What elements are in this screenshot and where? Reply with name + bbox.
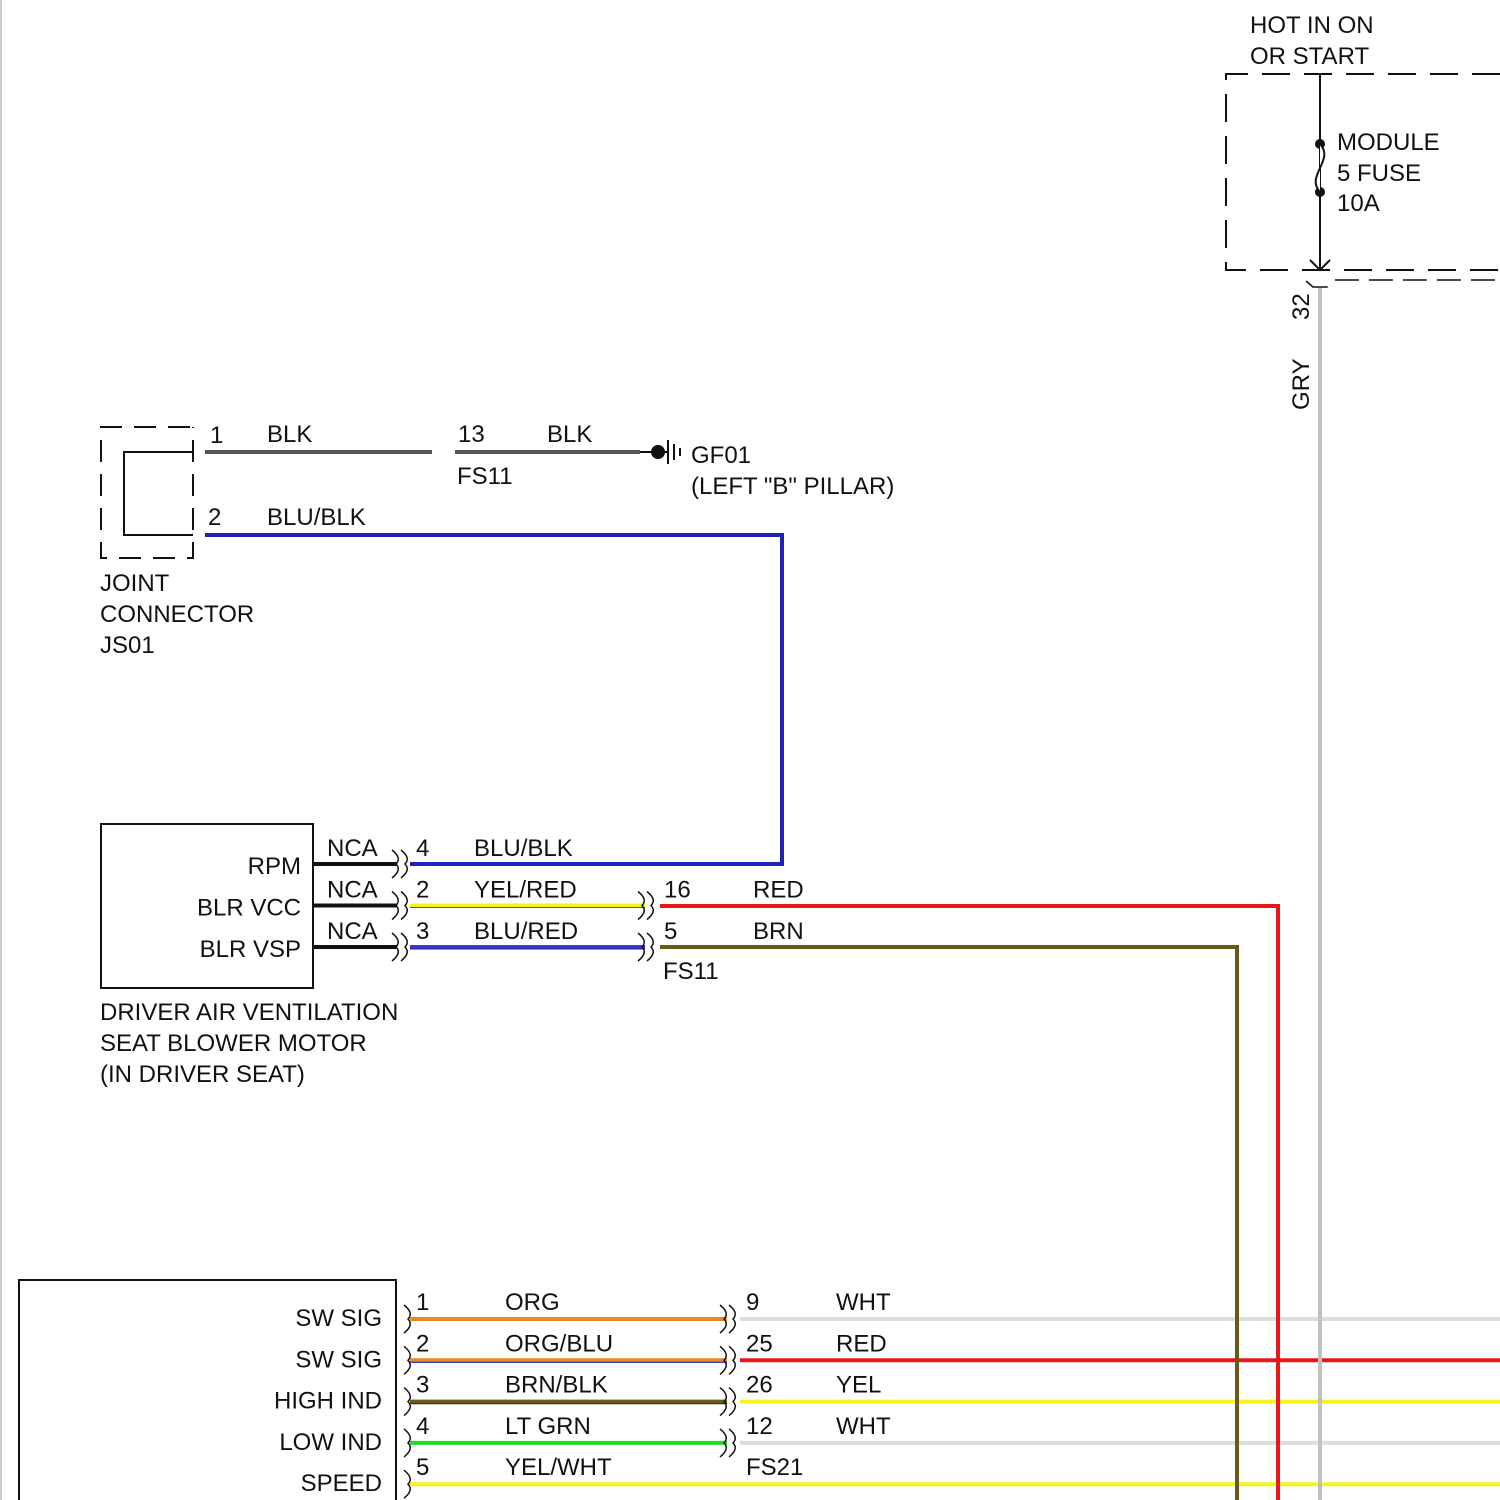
- fs-pin-number: 26: [746, 1372, 773, 1399]
- fs-pin-number: 16: [664, 877, 691, 904]
- connector-icon: [404, 1388, 410, 1416]
- switch-inline-connector: FS21: [746, 1454, 803, 1481]
- joint-name-line3: JS01: [100, 632, 155, 659]
- terminal-label: BLR VSP: [200, 936, 301, 963]
- nca-label: NCA: [327, 877, 378, 904]
- pin-number: 3: [416, 1372, 429, 1399]
- fs-pin-number: 12: [746, 1413, 773, 1440]
- motor-name-line1: DRIVER AIR VENTILATION: [100, 999, 398, 1026]
- motor-name-line2: SEAT BLOWER MOTOR: [100, 1030, 367, 1057]
- joint-name-line1: JOINT: [100, 570, 170, 597]
- pin-number: 4: [416, 1413, 429, 1440]
- joint-name-line2: CONNECTOR: [100, 601, 254, 628]
- fs-pin-number: 5: [664, 918, 677, 945]
- fuse-icon: [1316, 144, 1325, 192]
- joint-pin-1: 1: [210, 422, 223, 449]
- terminal-label: SPEED: [301, 1470, 382, 1497]
- ground-location: (LEFT "B" PILLAR): [691, 473, 894, 500]
- power-wire-color: GRY: [1288, 358, 1315, 410]
- wire-blu-blk: [205, 535, 782, 864]
- joint-pin-2: 2: [208, 504, 221, 531]
- fs-wire-label: WHT: [836, 1289, 891, 1316]
- connector-icon: [404, 1346, 410, 1374]
- joint-bus: [124, 452, 193, 535]
- terminal-label: RPM: [248, 853, 301, 880]
- connector-icon: [404, 1305, 410, 1333]
- wire-label: YEL/RED: [474, 877, 577, 904]
- wire-label-blk-2: BLK: [547, 421, 592, 448]
- pin-number: 5: [416, 1454, 429, 1481]
- terminal-label: SW SIG: [295, 1305, 382, 1332]
- pin-number: 2: [416, 1330, 429, 1357]
- terminal-label: LOW IND: [279, 1429, 382, 1456]
- fuse-label-line1: MODULE: [1337, 129, 1440, 156]
- wire-label-blu-blk: BLU/BLK: [267, 504, 366, 531]
- ground-id: GF01: [691, 442, 751, 469]
- inline-pin-13: 13: [458, 421, 485, 448]
- fuse-block: HOT IN ON OR START MODULE 5 FUSE 10A 32 …: [1226, 12, 1500, 410]
- fs-wire-label: BRN: [753, 918, 804, 945]
- wire-label: BLU/BLK: [474, 835, 573, 862]
- wire-label: BRN/BLK: [505, 1372, 608, 1399]
- pin-number: 1: [416, 1289, 429, 1316]
- fuse-label-line3: 10A: [1337, 190, 1380, 217]
- power-source-line2: OR START: [1250, 43, 1369, 70]
- terminal-label: SW SIG: [295, 1346, 382, 1373]
- terminal-label: HIGH IND: [274, 1388, 382, 1415]
- motor-name-line3: (IN DRIVER SEAT): [100, 1061, 305, 1088]
- ground-icon: [640, 440, 680, 464]
- wire-label-blk: BLK: [267, 421, 312, 448]
- wire-label: YEL/WHT: [505, 1454, 612, 1481]
- pin-number: 2: [416, 877, 429, 904]
- connector-icon: [404, 1470, 410, 1498]
- fs-pin-number: 25: [746, 1330, 773, 1357]
- wire-label: BLU/RED: [474, 918, 578, 945]
- fs-wire-label: WHT: [836, 1413, 891, 1440]
- motor-inline-connector: FS11: [663, 958, 719, 985]
- fs-pin-number: 9: [746, 1289, 759, 1316]
- fuse-label-line2: 5 FUSE: [1337, 160, 1421, 187]
- wire-red: [660, 906, 1278, 1500]
- joint-connector-outline: [101, 427, 193, 558]
- wire-label: LT GRN: [505, 1413, 591, 1440]
- power-source-line1: HOT IN ON: [1250, 12, 1374, 39]
- fs-wire-label: RED: [836, 1330, 887, 1357]
- connector-outline: [1306, 280, 1500, 287]
- fs-wire-label: RED: [753, 877, 804, 904]
- connector-icon: [404, 1429, 410, 1457]
- wire-label: ORG: [505, 1289, 560, 1316]
- nca-label: NCA: [327, 835, 378, 862]
- wire-label: ORG/BLU: [505, 1330, 613, 1357]
- terminal-label: BLR VCC: [197, 895, 301, 922]
- pin-number: 3: [416, 918, 429, 945]
- nca-label: NCA: [327, 918, 378, 945]
- joint-connector-js01: JOINT CONNECTOR JS01 1 2: [100, 422, 254, 659]
- fs-wire-label: YEL: [836, 1372, 881, 1399]
- power-pin: 32: [1288, 293, 1315, 320]
- pin-number: 4: [416, 835, 429, 862]
- inline-connector-fs11: FS11: [457, 463, 513, 490]
